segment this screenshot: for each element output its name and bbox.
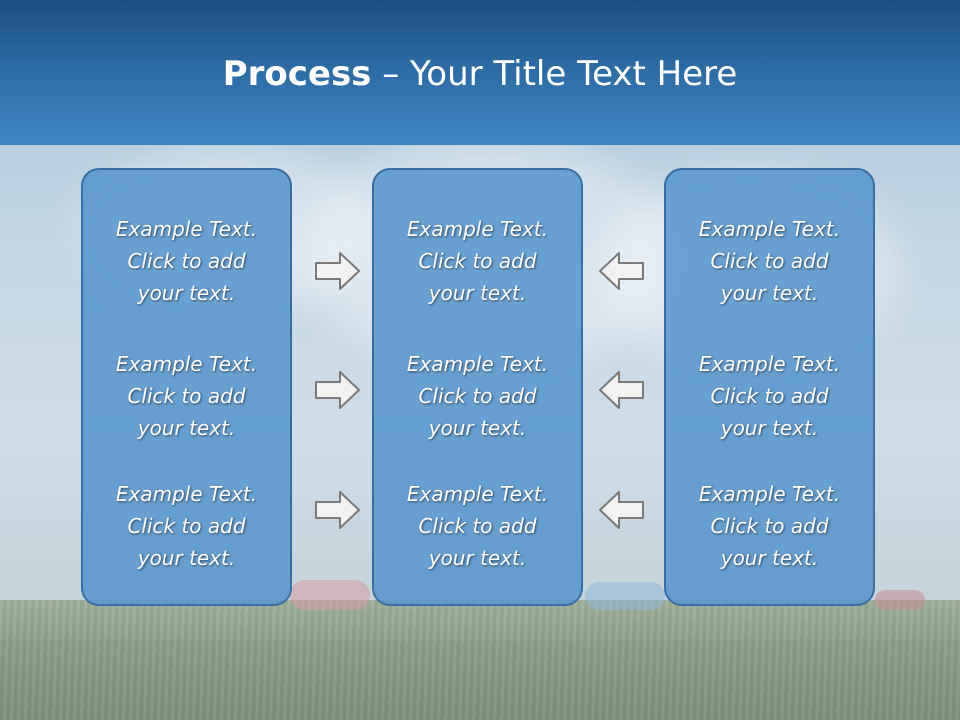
process-column-right[interactable]: Example Text. Click to add your text. Ex… bbox=[664, 168, 875, 606]
text-line: Click to add bbox=[418, 249, 537, 273]
text-block[interactable]: Example Text. Click to add your text. bbox=[83, 478, 290, 574]
text-line: your text. bbox=[720, 546, 819, 570]
process-column-middle[interactable]: Example Text. Click to add your text. Ex… bbox=[372, 168, 583, 606]
text-line: Click to add bbox=[710, 384, 829, 408]
text-line: Click to add bbox=[127, 514, 246, 538]
text-line: your text. bbox=[137, 546, 236, 570]
arrow-left-icon[interactable] bbox=[597, 489, 645, 531]
text-line: Click to add bbox=[418, 514, 537, 538]
process-column-left[interactable]: Example Text. Click to add your text. Ex… bbox=[81, 168, 292, 606]
text-line: your text. bbox=[428, 281, 527, 305]
text-line: Example Text. bbox=[406, 352, 549, 376]
arrow-right-icon[interactable] bbox=[314, 250, 362, 292]
slide-title[interactable]: Process – Your Title Text Here bbox=[0, 52, 960, 96]
text-line: Example Text. bbox=[115, 482, 258, 506]
text-line: Click to add bbox=[418, 384, 537, 408]
arrow-left-icon[interactable] bbox=[597, 250, 645, 292]
background-grass bbox=[0, 600, 960, 720]
background-figure bbox=[290, 580, 370, 610]
text-line: your text. bbox=[428, 546, 527, 570]
title-rest-text: – Your Title Text Here bbox=[371, 54, 738, 94]
text-line: Example Text. bbox=[698, 217, 841, 241]
text-line: Example Text. bbox=[115, 352, 258, 376]
text-line: your text. bbox=[720, 416, 819, 440]
text-line: your text. bbox=[720, 281, 819, 305]
text-line: Click to add bbox=[710, 249, 829, 273]
text-line: Click to add bbox=[127, 384, 246, 408]
text-line: your text. bbox=[137, 281, 236, 305]
title-bold-text: Process bbox=[222, 54, 372, 94]
text-line: your text. bbox=[137, 416, 236, 440]
text-block[interactable]: Example Text. Click to add your text. bbox=[374, 213, 581, 309]
text-block[interactable]: Example Text. Click to add your text. bbox=[83, 348, 290, 444]
text-line: Click to add bbox=[127, 249, 246, 273]
text-block[interactable]: Example Text. Click to add your text. bbox=[666, 213, 873, 309]
text-line: Example Text. bbox=[115, 217, 258, 241]
text-line: your text. bbox=[428, 416, 527, 440]
background-figure bbox=[585, 582, 665, 610]
text-block[interactable]: Example Text. Click to add your text. bbox=[666, 348, 873, 444]
title-banner bbox=[0, 0, 960, 145]
arrow-right-icon[interactable] bbox=[314, 369, 362, 411]
text-block[interactable]: Example Text. Click to add your text. bbox=[374, 348, 581, 444]
text-line: Click to add bbox=[710, 514, 829, 538]
arrow-left-icon[interactable] bbox=[597, 369, 645, 411]
text-line: Example Text. bbox=[698, 482, 841, 506]
text-line: Example Text. bbox=[406, 217, 549, 241]
text-line: Example Text. bbox=[698, 352, 841, 376]
text-block[interactable]: Example Text. Click to add your text. bbox=[83, 213, 290, 309]
text-line: Example Text. bbox=[406, 482, 549, 506]
arrow-right-icon[interactable] bbox=[314, 489, 362, 531]
background-figure bbox=[875, 590, 925, 610]
text-block[interactable]: Example Text. Click to add your text. bbox=[666, 478, 873, 574]
text-block[interactable]: Example Text. Click to add your text. bbox=[374, 478, 581, 574]
